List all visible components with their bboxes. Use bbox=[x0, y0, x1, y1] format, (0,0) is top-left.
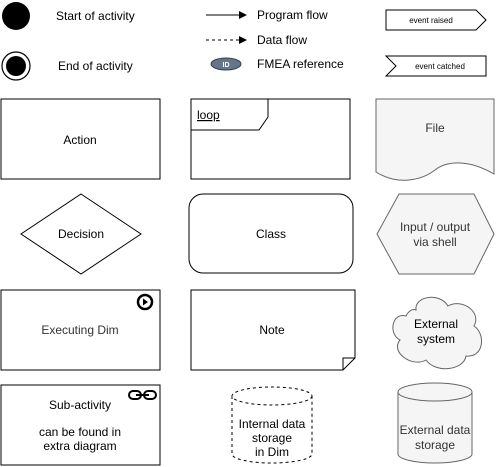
note-shape-group: Note bbox=[190, 289, 356, 371]
event-catched-legend: event catched bbox=[384, 55, 487, 77]
program-flow-legend: Program flow bbox=[206, 8, 328, 22]
external-system-cloud bbox=[392, 296, 482, 370]
external-data-storage-label-line2: storage bbox=[415, 438, 455, 452]
file-shape bbox=[375, 98, 495, 181]
executing-dim-shape bbox=[0, 289, 161, 371]
external-system-label-line2: system bbox=[417, 332, 455, 346]
action-label: Action bbox=[63, 133, 96, 147]
external-system-shape-group: External system bbox=[392, 296, 482, 370]
note-fold bbox=[342, 357, 355, 370]
data-flow-legend: Data flow bbox=[206, 33, 307, 47]
internal-data-storage-label-line3: in Dim bbox=[255, 445, 289, 459]
action-shape bbox=[0, 98, 161, 180]
internal-data-storage-label-line2: storage bbox=[252, 431, 292, 445]
fmea-reference-label: FMEA reference bbox=[257, 57, 344, 71]
end-node-inner-dot bbox=[6, 56, 26, 76]
decision-shape-group: Decision bbox=[20, 193, 142, 275]
class-label: Class bbox=[256, 227, 286, 241]
class-shape-group: Class bbox=[188, 193, 354, 274]
decision-shape bbox=[20, 193, 142, 275]
start-of-activity-legend: Start of activity bbox=[2, 2, 135, 30]
decision-label: Decision bbox=[58, 227, 104, 241]
start-node-symbol bbox=[2, 2, 30, 30]
executing-dim-label: Executing Dim bbox=[41, 323, 118, 337]
sub-activity-desc-line1: can be found in bbox=[39, 425, 121, 439]
play-circle-icon bbox=[136, 293, 154, 311]
event-catched-shape bbox=[384, 55, 487, 77]
sub-activity-title: Sub-activity bbox=[49, 398, 111, 412]
event-raised-label: event raised bbox=[409, 16, 453, 25]
external-data-storage-top bbox=[397, 382, 473, 402]
event-catched-label: event catched bbox=[415, 62, 465, 71]
io-shell-shape bbox=[376, 193, 495, 275]
file-label: File bbox=[425, 121, 445, 135]
class-shape bbox=[188, 193, 354, 274]
file-shape-group: File bbox=[375, 98, 495, 181]
note-shape bbox=[190, 289, 356, 371]
fmea-badge-label: ID bbox=[223, 62, 230, 69]
note-label: Note bbox=[259, 323, 285, 337]
internal-data-storage-top bbox=[231, 386, 313, 406]
external-system-label-line1: External bbox=[414, 317, 458, 331]
internal-data-storage-label-line1: Internal data bbox=[239, 417, 306, 431]
start-of-activity-label: Start of activity bbox=[56, 9, 135, 23]
fmea-badge bbox=[210, 57, 242, 71]
loop-frame-tab bbox=[190, 98, 269, 131]
end-of-activity-label: End of activity bbox=[58, 59, 133, 73]
sub-activity-desc-line2: extra diagram bbox=[43, 439, 116, 453]
external-data-storage-label-line1: External data bbox=[400, 423, 471, 437]
loop-frame-group: loop bbox=[190, 98, 351, 180]
fmea-reference-legend: ID FMEA reference bbox=[210, 57, 344, 71]
data-flow-label: Data flow bbox=[257, 33, 307, 47]
sub-activity-shape-group: Sub-activity can be found in extra diagr… bbox=[0, 384, 161, 466]
internal-data-storage-group: Internal data storage in Dim bbox=[231, 386, 313, 464]
end-of-activity-legend: End of activity bbox=[1, 51, 133, 81]
event-raised-shape bbox=[385, 9, 487, 31]
io-shell-shape-group: Input / output via shell bbox=[376, 193, 495, 275]
external-data-storage-body bbox=[397, 392, 473, 464]
action-shape-group: Action bbox=[0, 98, 161, 180]
io-shell-label-line1: Input / output bbox=[400, 220, 471, 234]
internal-data-storage-body bbox=[231, 396, 313, 464]
executing-dim-shape-group: Executing Dim bbox=[0, 289, 161, 371]
chain-link-icon bbox=[128, 390, 157, 400]
external-data-storage-group: External data storage bbox=[397, 382, 473, 464]
program-flow-label: Program flow bbox=[257, 8, 328, 22]
loop-label: loop bbox=[197, 108, 220, 122]
io-shell-label-line2: via shell bbox=[413, 235, 456, 249]
event-raised-legend: event raised bbox=[385, 9, 487, 31]
